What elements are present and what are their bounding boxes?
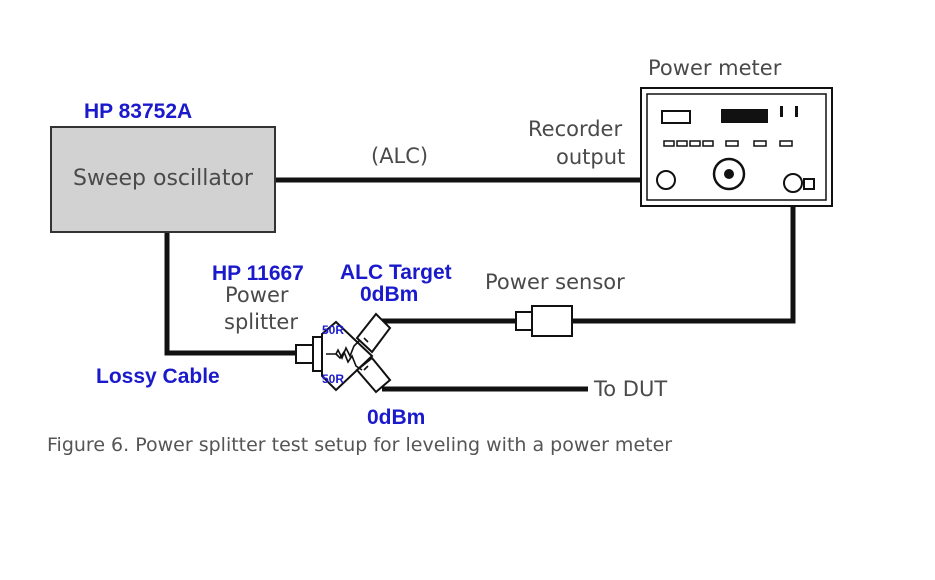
alc-target-level: 0dBm bbox=[360, 283, 419, 306]
power-label: Power bbox=[225, 283, 289, 307]
lossy-cable bbox=[164, 233, 298, 356]
recorder-output-jack bbox=[656, 170, 676, 190]
sensor-input-jack bbox=[783, 173, 803, 193]
sensor-cable bbox=[572, 183, 796, 324]
alc-label: (ALC) bbox=[371, 144, 429, 168]
sweep-oscillator-label: Sweep oscillator bbox=[73, 166, 253, 191]
figure-caption: Figure 6. Power splitter test setup for … bbox=[47, 434, 673, 456]
sweep-oscillator-box: Sweep oscillator bbox=[50, 126, 276, 233]
splitter-label: splitter bbox=[224, 310, 298, 334]
power-meter-label: Power meter bbox=[648, 56, 782, 80]
resistor-bottom-label: 50R bbox=[322, 372, 345, 386]
power-sensor bbox=[515, 305, 573, 337]
lossy-cable-label: Lossy Cable bbox=[96, 365, 220, 388]
hp-83752a-label: HP 83752A bbox=[84, 100, 193, 123]
resistor-top-label: 50R bbox=[322, 323, 345, 337]
output-label: output bbox=[556, 145, 626, 169]
power-sensor-label: Power sensor bbox=[485, 270, 625, 294]
power-splitter bbox=[295, 312, 392, 394]
alc-target-label: ALC Target bbox=[340, 261, 452, 284]
to-dut-label: To DUT bbox=[594, 377, 668, 401]
output-level-label: 0dBm bbox=[367, 406, 426, 429]
meter-indicator bbox=[661, 110, 691, 124]
power-meter bbox=[640, 87, 833, 207]
hp-11667-label: HP 11667 bbox=[212, 262, 304, 285]
recorder-label: Recorder bbox=[528, 117, 623, 141]
meter-display bbox=[721, 109, 768, 123]
